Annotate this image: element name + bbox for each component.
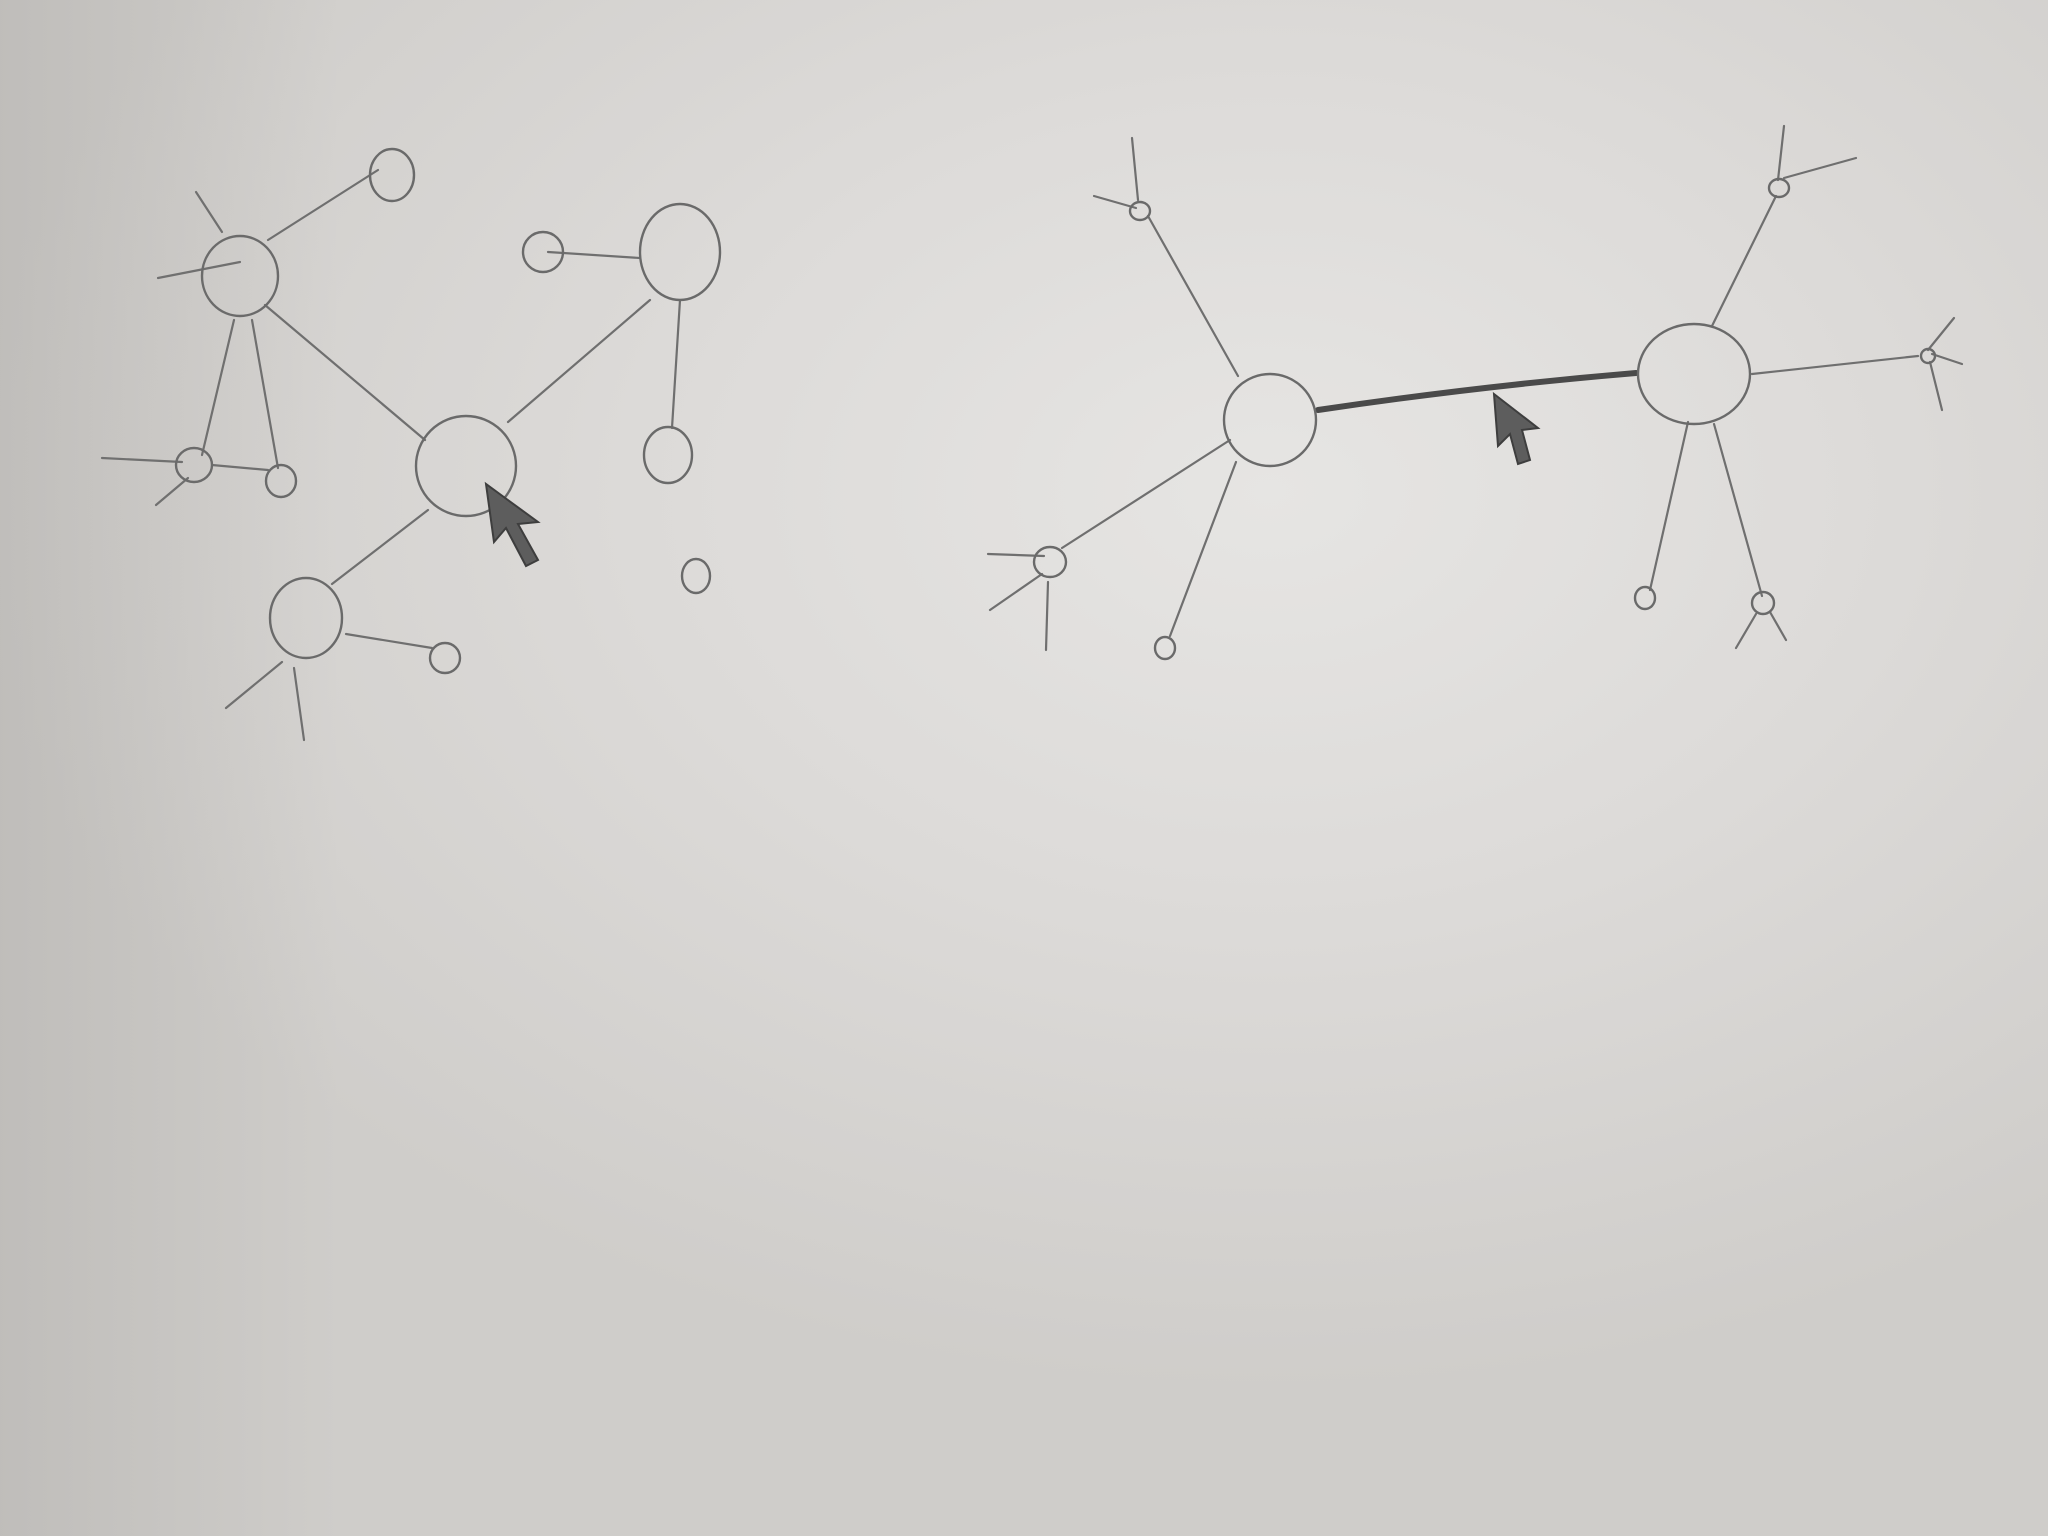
edge (1928, 360, 1944, 412)
edge (1648, 420, 1690, 592)
edge (670, 298, 682, 430)
node (680, 557, 712, 595)
edge (1710, 194, 1778, 328)
edge (330, 508, 430, 586)
node (1919, 347, 1937, 365)
node (414, 414, 518, 518)
two-hub-graph-sketch (986, 124, 1964, 661)
node (1128, 200, 1152, 222)
node (1750, 590, 1776, 616)
edge (210, 463, 270, 472)
edge (1060, 438, 1232, 550)
node (642, 425, 694, 485)
edge (1168, 460, 1238, 638)
edge (1768, 610, 1788, 642)
edge (154, 476, 190, 507)
node (174, 446, 214, 484)
node (1153, 635, 1177, 661)
edge (263, 303, 427, 442)
edge (1712, 422, 1764, 598)
node (521, 230, 565, 274)
highlighted-edge (1315, 370, 1639, 413)
edge (200, 318, 236, 457)
node (1767, 177, 1791, 199)
hub-node (1222, 372, 1318, 468)
node (638, 202, 722, 302)
node (1032, 545, 1068, 579)
edge (156, 260, 242, 280)
edge (506, 298, 652, 424)
edge (194, 190, 224, 234)
cluster-graph-sketch (100, 147, 722, 742)
edge (266, 168, 380, 242)
edge (1930, 352, 1964, 366)
node (368, 147, 416, 203)
edge (224, 660, 284, 710)
edge (250, 318, 280, 470)
edge (292, 666, 306, 742)
edge (1750, 354, 1920, 376)
edge (1092, 194, 1138, 210)
edge (1926, 316, 1956, 352)
edge (1146, 214, 1240, 378)
mouse-cursor-icon (1492, 391, 1541, 466)
mouse-cursor-icon (484, 481, 541, 568)
node (264, 463, 298, 499)
hub-node (1636, 322, 1752, 426)
node (268, 576, 344, 660)
node (1633, 585, 1657, 611)
edge (344, 632, 434, 650)
edge (1130, 136, 1140, 202)
node (428, 641, 462, 675)
edge (988, 572, 1044, 612)
edge (1782, 156, 1858, 180)
edge (1734, 612, 1758, 650)
node (200, 234, 280, 318)
edge (1044, 580, 1050, 652)
edge (100, 456, 184, 464)
edge (1776, 124, 1786, 182)
